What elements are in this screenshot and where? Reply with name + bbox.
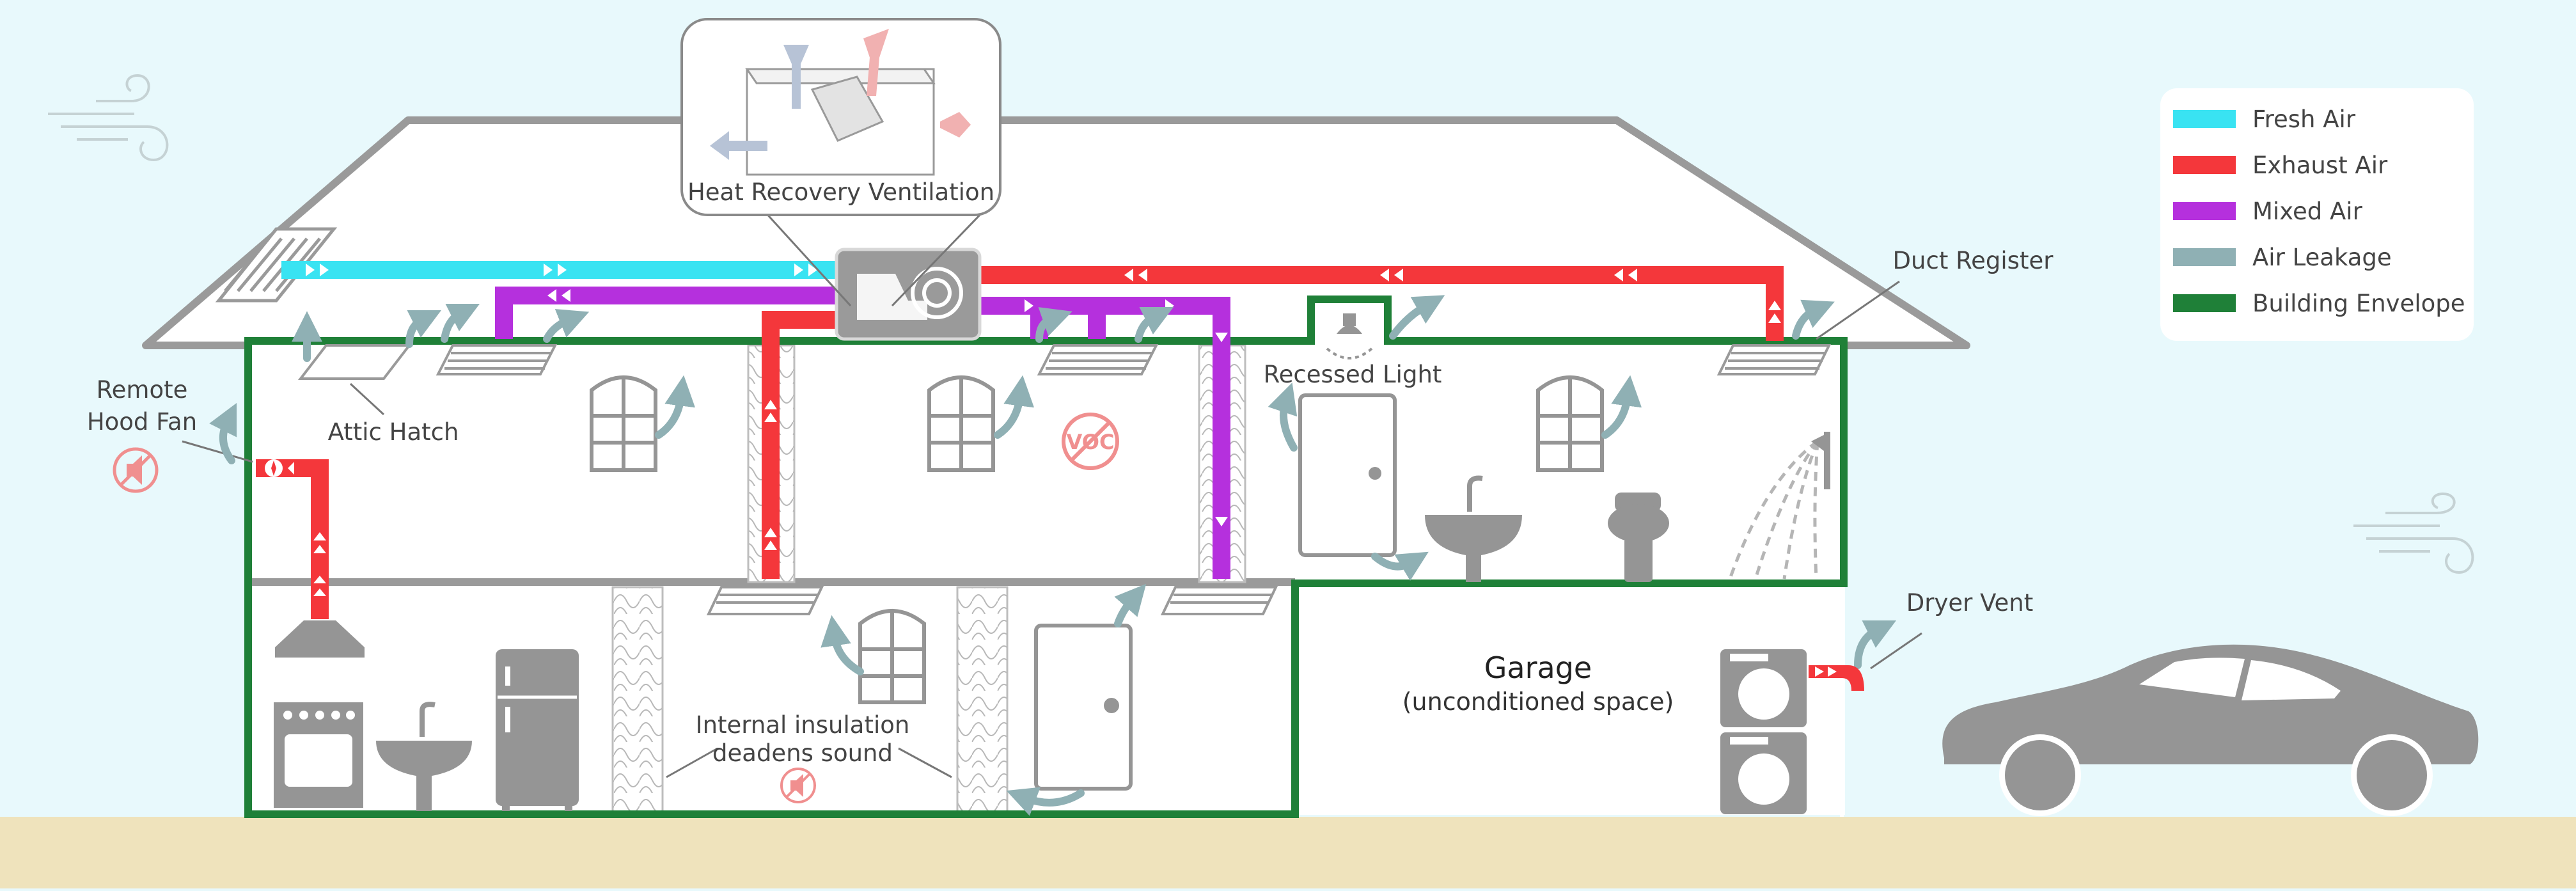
recessed-light-label: Recessed Light: [1264, 361, 1442, 388]
dryer: [1720, 649, 1807, 727]
legend-swatch: [2173, 202, 2236, 220]
refrigerator: [496, 649, 579, 811]
hrv-label: Heat Recovery Ventilation: [687, 178, 994, 206]
internal-insulation-label-1: Internal insulation: [696, 711, 910, 739]
duct-register-label: Duct Register: [1893, 247, 2054, 274]
legend: Fresh AirExhaust AirMixed AirAir Leakage…: [2160, 88, 2474, 341]
garage-title: Garage: [1484, 651, 1592, 685]
floor-register-right: [1163, 587, 1276, 614]
floor-register-left: [709, 587, 822, 614]
remote-hood-fan-label-1: Remote: [97, 376, 188, 404]
insulation-wall-4: [957, 587, 1007, 814]
legend-swatch: [2173, 110, 2236, 128]
legend-label: Mixed Air: [2252, 198, 2363, 225]
stove: [274, 702, 363, 808]
legend-label: Air Leakage: [2252, 244, 2392, 271]
legend-label: Building Envelope: [2252, 290, 2465, 317]
duct-register: [1719, 345, 1829, 374]
hrv-unit[interactable]: [836, 249, 980, 339]
door-upper: [1300, 395, 1395, 555]
legend-label: Fresh Air: [2252, 106, 2356, 133]
ground: [0, 817, 2576, 888]
washer: [1720, 732, 1807, 814]
window-4: [860, 611, 924, 702]
internal-insulation-label-2: deadens sound: [712, 739, 893, 767]
window-1: [592, 377, 656, 470]
remote-hood-fan-label-2: Hood Fan: [87, 408, 197, 436]
ceiling-register-left: [438, 345, 555, 374]
legend-label: Exhaust Air: [2252, 152, 2388, 179]
legend-swatch: [2173, 294, 2236, 312]
window-3: [1538, 377, 1602, 470]
attic-hatch-label: Attic Hatch: [328, 418, 459, 446]
window-2: [929, 377, 993, 470]
voc-label: VOC: [1067, 430, 1115, 454]
dryer-vent-label: Dryer Vent: [1906, 589, 2034, 617]
door-lower: [1036, 626, 1131, 789]
legend-swatch: [2173, 156, 2236, 174]
garage-subtitle: (unconditioned space): [1402, 688, 1674, 716]
insulation-wall-3: [613, 587, 663, 814]
legend-swatch: [2173, 248, 2236, 266]
ceiling-register-mid: [1039, 345, 1156, 374]
fresh-air-duct: [281, 264, 838, 276]
